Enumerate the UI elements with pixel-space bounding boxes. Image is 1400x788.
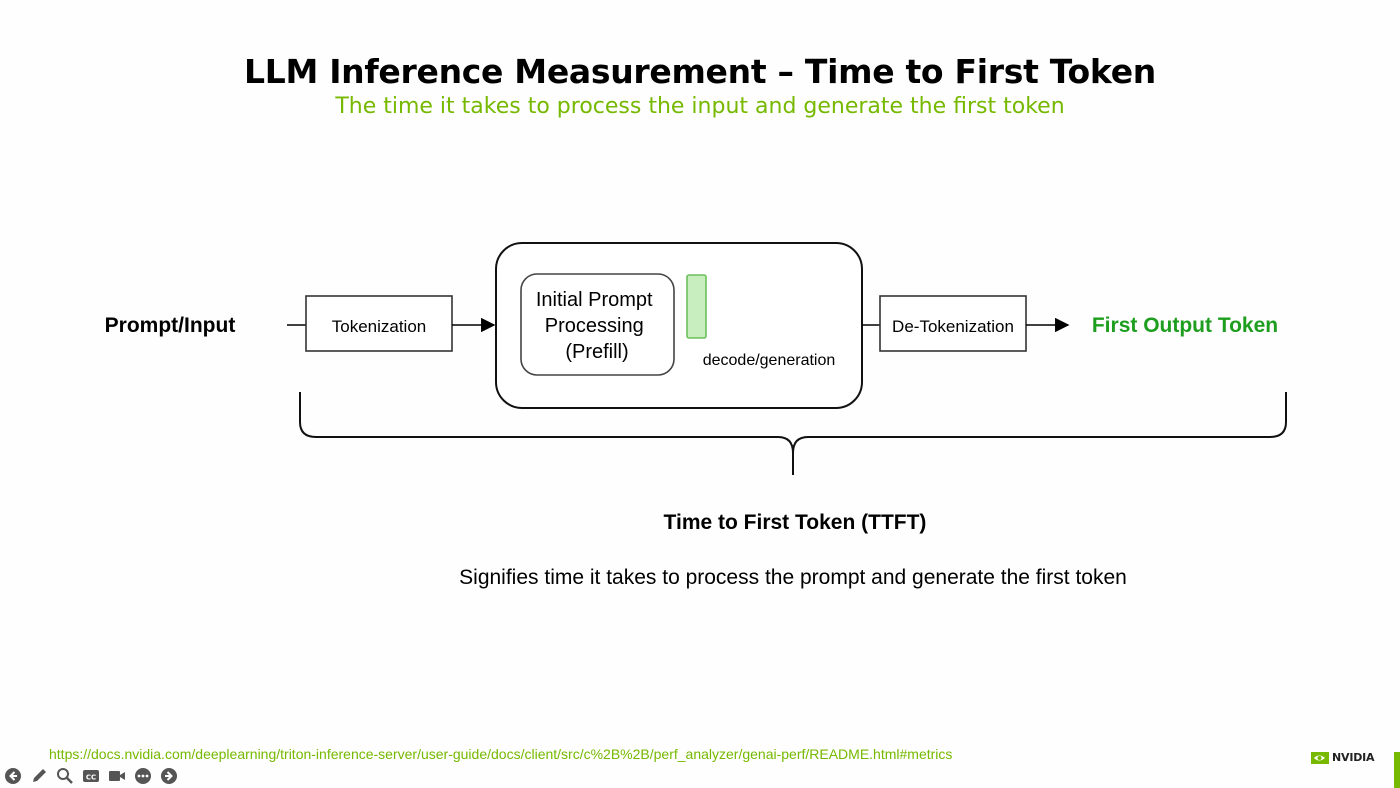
- nvidia-logo: NVIDIA: [1311, 751, 1375, 764]
- ttft-label: Time to First Token (TTFT): [663, 511, 927, 534]
- detokenization-label: De-Tokenization: [892, 317, 1014, 336]
- prefill-label: Initial Prompt Processing (Prefill): [536, 289, 658, 363]
- first-output-token-label: First Output Token: [1092, 314, 1278, 337]
- ttft-description: Signifies time it takes to process the p…: [459, 566, 1127, 589]
- captions-icon[interactable]: CC: [81, 767, 100, 786]
- more-icon[interactable]: [133, 767, 152, 786]
- generated-token-box: [686, 274, 707, 339]
- presentation-toolbar: CC: [3, 766, 178, 786]
- detokenization-box: [879, 295, 1027, 352]
- back-icon[interactable]: [3, 767, 22, 786]
- slide-subtitle: The time it takes to process the input a…: [335, 94, 1065, 119]
- nvidia-eye-icon: [1311, 751, 1329, 764]
- reference-link[interactable]: https://docs.nvidia.com/deeplearning/tri…: [49, 746, 953, 762]
- slide-title: LLM Inference Measurement – Time to Firs…: [244, 52, 1156, 91]
- zoom-icon[interactable]: [55, 767, 74, 786]
- camera-icon[interactable]: [107, 767, 126, 786]
- pen-icon[interactable]: [29, 767, 48, 786]
- prompt-input-label: Prompt/Input: [105, 314, 236, 337]
- forward-icon[interactable]: [159, 767, 178, 786]
- tokenization-label: Tokenization: [332, 317, 427, 336]
- tokenization-box: [305, 295, 453, 352]
- svg-text:CC: CC: [85, 774, 95, 782]
- accent-edge-bar: [1394, 752, 1400, 788]
- prefill-box: [520, 273, 675, 376]
- decode-generation-label: decode/generation: [703, 352, 836, 369]
- ttft-brace: [299, 392, 1287, 475]
- nvidia-wordmark: NVIDIA: [1332, 751, 1375, 764]
